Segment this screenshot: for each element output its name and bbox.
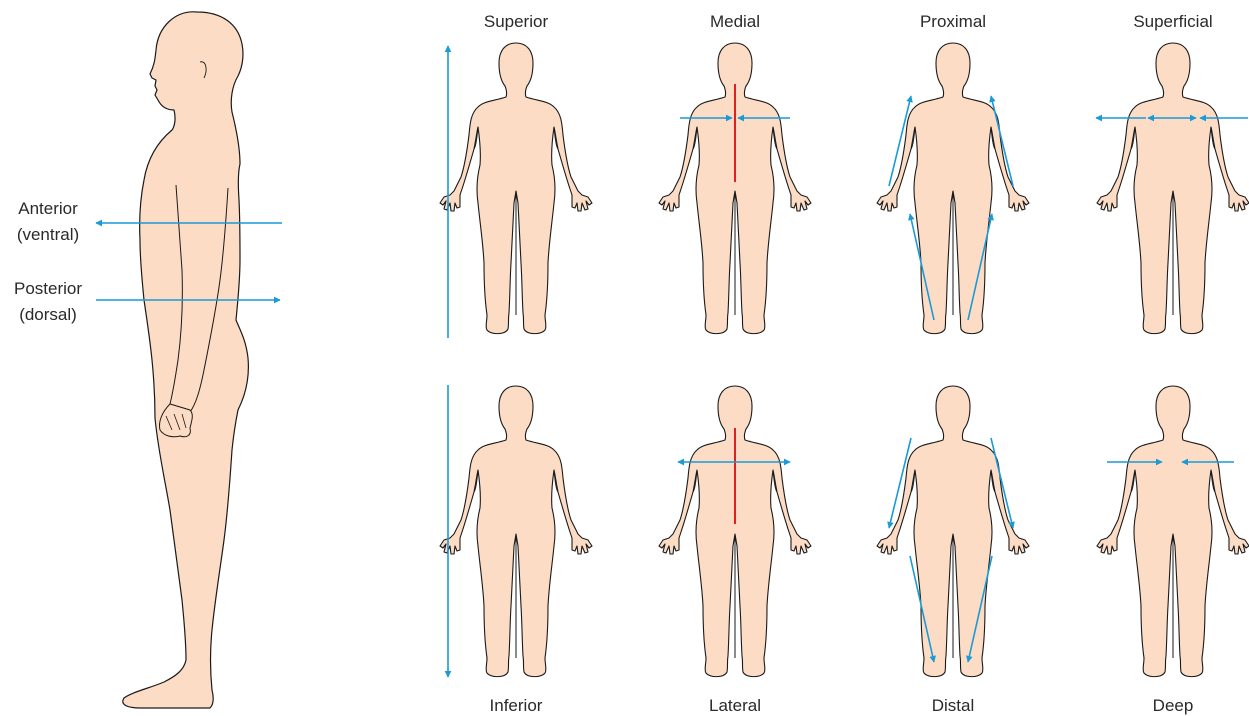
label-medial: Medial bbox=[710, 12, 760, 31]
body-superior bbox=[440, 43, 592, 334]
body-deep bbox=[1097, 386, 1249, 677]
anterior-label: Anterior bbox=[18, 199, 78, 218]
anterior-sub-label: (ventral) bbox=[17, 225, 79, 244]
side-view-body bbox=[123, 12, 249, 708]
label-deep: Deep bbox=[1153, 696, 1194, 715]
body-inferior bbox=[440, 386, 592, 677]
label-inferior: Inferior bbox=[490, 696, 543, 715]
label-distal: Distal bbox=[932, 696, 975, 715]
label-superior: Superior bbox=[484, 12, 549, 31]
label-lateral: Lateral bbox=[709, 696, 761, 715]
body-proximal bbox=[877, 43, 1029, 334]
posterior-label: Posterior bbox=[14, 279, 82, 298]
body-distal bbox=[877, 386, 1029, 677]
label-proximal: Proximal bbox=[920, 12, 986, 31]
posterior-sub-label: (dorsal) bbox=[19, 305, 77, 324]
body-superficial bbox=[1097, 43, 1249, 334]
label-superficial: Superficial bbox=[1133, 12, 1212, 31]
